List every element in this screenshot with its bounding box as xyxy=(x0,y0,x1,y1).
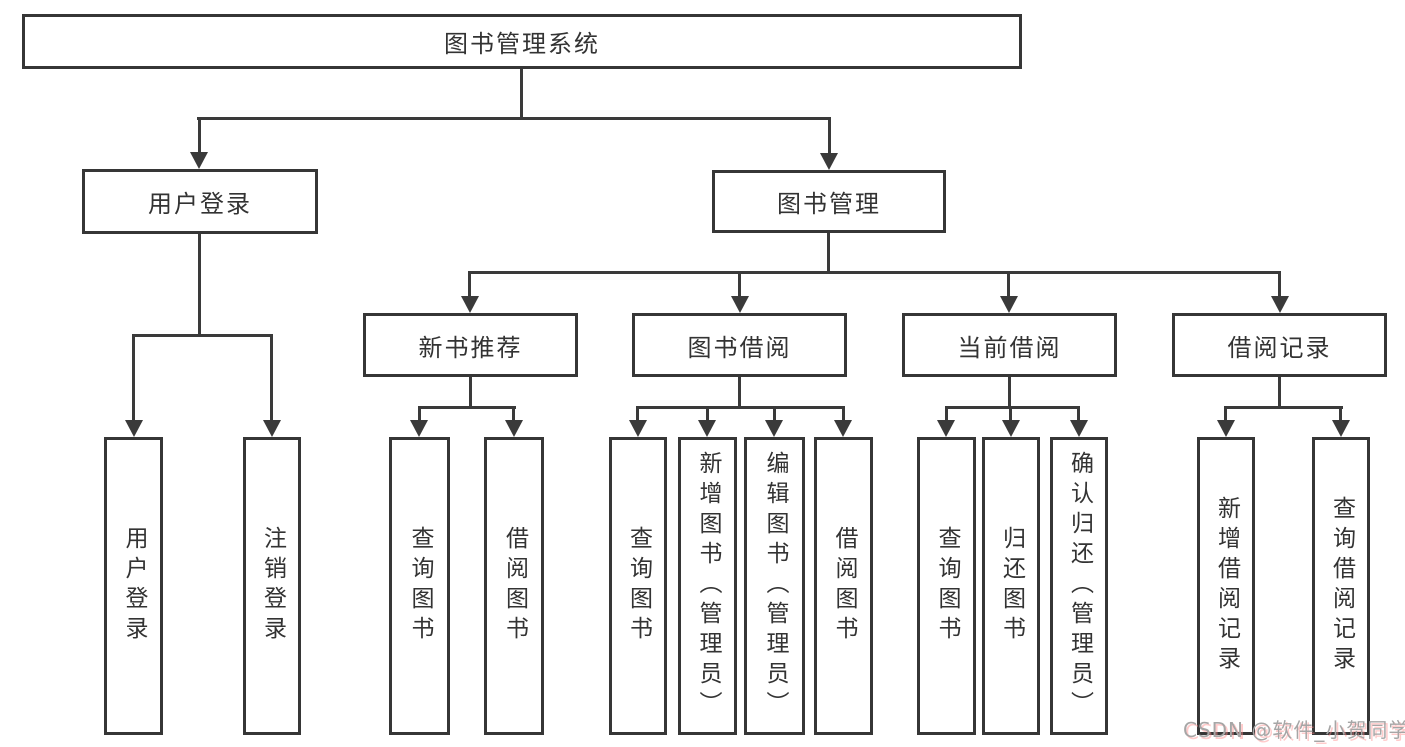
node-current-borrow: 当前借阅 xyxy=(902,313,1117,377)
node-user-login-branch-label: 用户登录 xyxy=(148,190,252,218)
node-root: 图书管理系统 xyxy=(22,14,1022,69)
connector-drop-cb-confirm xyxy=(1077,406,1080,421)
arrowhead-bb-query xyxy=(629,420,647,437)
connector-drop-nb-query xyxy=(418,406,421,421)
arrowhead-bb-add xyxy=(698,420,716,437)
connector-drop-rec-query xyxy=(1339,406,1342,421)
connector-current-borrow-stem xyxy=(1008,377,1011,408)
leaf-rec-query: 查询借阅记录 xyxy=(1312,437,1370,735)
connector-mgmt-rail xyxy=(468,271,1281,274)
arrowhead-cb-confirm xyxy=(1070,420,1088,437)
connector-current-borrow-rail xyxy=(945,406,1080,409)
connector-book-borrow-rail xyxy=(636,406,844,409)
connector-drop-borrow-records xyxy=(1278,271,1281,297)
connector-drop-bb-add xyxy=(706,406,709,421)
leaf-bb-query-label: 查询图书 xyxy=(625,526,652,646)
arrowhead-nb-borrow xyxy=(505,420,523,437)
connector-root-stem xyxy=(520,69,523,118)
arrowhead-leaf-logout xyxy=(263,420,281,437)
connector-drop-current-borrow xyxy=(1007,271,1010,297)
leaf-cb-query: 查询图书 xyxy=(917,437,976,735)
connector-borrow-records-stem xyxy=(1278,377,1281,408)
connector-drop-leaf-logout xyxy=(270,334,273,421)
node-new-books: 新书推荐 xyxy=(363,313,578,377)
leaf-cb-confirm: 确认归还（管理员） xyxy=(1050,437,1108,735)
connector-new-books-stem xyxy=(469,377,472,408)
leaf-bb-borrow-label: 借阅图书 xyxy=(831,526,857,646)
connector-book-borrow-stem xyxy=(738,377,741,408)
leaf-cb-query-label: 查询图书 xyxy=(934,526,960,646)
leaf-bb-query: 查询图书 xyxy=(609,437,667,735)
node-current-borrow-label: 当前借阅 xyxy=(957,333,1062,362)
node-book-borrow-label: 图书借阅 xyxy=(687,333,792,362)
arrowhead-user-login xyxy=(190,152,208,169)
leaf-user-login-label: 用户登录 xyxy=(121,526,147,646)
connector-drop-user-login xyxy=(198,117,201,154)
arrowhead-leaf-login xyxy=(125,420,143,437)
leaf-bb-edit: 编辑图书（管理员） xyxy=(744,437,805,735)
node-book-borrow: 图书借阅 xyxy=(632,313,847,377)
arrowhead-rec-query xyxy=(1332,420,1350,437)
node-book-mgmt-branch-label: 图书管理 xyxy=(777,190,881,218)
arrowhead-book-mgmt xyxy=(820,153,838,170)
connector-drop-bb-query xyxy=(636,406,639,421)
arrowhead-bb-edit xyxy=(765,420,783,437)
arrowhead-current-borrow xyxy=(1000,296,1018,313)
node-book-mgmt-branch: 图书管理 xyxy=(712,170,946,233)
connector-login-stem xyxy=(198,234,201,335)
connector-drop-bb-borrow xyxy=(842,406,845,421)
leaf-cb-confirm-label: 确认归还（管理员） xyxy=(1066,451,1093,721)
connector-drop-book-mgmt xyxy=(828,117,831,155)
arrowhead-cb-query xyxy=(937,420,955,437)
arrowhead-nb-query xyxy=(410,420,428,437)
connector-drop-book-borrow xyxy=(738,271,741,297)
leaf-bb-edit-label: 编辑图书（管理员） xyxy=(762,451,788,721)
leaf-nb-query: 查询图书 xyxy=(389,437,450,735)
connector-drop-cb-query xyxy=(945,406,948,421)
connector-root-rail xyxy=(197,117,831,120)
connector-mgmt-stem xyxy=(827,233,830,272)
node-new-books-label: 新书推荐 xyxy=(418,333,523,362)
connector-drop-nb-borrow xyxy=(512,406,515,421)
leaf-rec-add: 新增借阅记录 xyxy=(1197,437,1255,735)
arrowhead-borrow-records xyxy=(1271,296,1289,313)
leaf-bb-add: 新增图书（管理员） xyxy=(678,437,737,735)
leaf-nb-borrow: 借阅图书 xyxy=(484,437,544,735)
node-borrow-records-label: 借阅记录 xyxy=(1227,333,1332,362)
leaf-rec-add-label: 新增借阅记录 xyxy=(1213,496,1240,676)
connector-drop-cb-return xyxy=(1009,406,1012,421)
node-borrow-records: 借阅记录 xyxy=(1172,313,1387,377)
arrowhead-cb-return xyxy=(1002,420,1020,437)
arrowhead-new-books xyxy=(461,296,479,313)
connector-drop-rec-add xyxy=(1224,406,1227,421)
connector-borrow-records-rail xyxy=(1224,406,1343,409)
leaf-rec-query-label: 查询借阅记录 xyxy=(1328,496,1355,676)
connector-drop-new-books xyxy=(468,271,471,297)
leaf-logout-label: 注销登录 xyxy=(259,526,286,646)
leaf-nb-query-label: 查询图书 xyxy=(407,526,433,646)
arrowhead-rec-add xyxy=(1217,420,1235,437)
connector-new-books-rail xyxy=(418,406,516,409)
node-root-label: 图书管理系统 xyxy=(444,30,600,58)
arrowhead-book-borrow xyxy=(731,296,749,313)
leaf-bb-add-label: 新增图书（管理员） xyxy=(695,451,721,721)
leaf-logout: 注销登录 xyxy=(243,437,301,735)
watermark: CSDN @软件_小贺同学 xyxy=(1183,718,1405,742)
leaf-bb-borrow: 借阅图书 xyxy=(814,437,873,735)
leaf-cb-return: 归还图书 xyxy=(982,437,1040,735)
connector-drop-leaf-login xyxy=(132,334,135,421)
arrowhead-bb-borrow xyxy=(834,420,852,437)
connector-login-rail xyxy=(132,334,273,337)
leaf-user-login: 用户登录 xyxy=(104,437,163,735)
leaf-cb-return-label: 归还图书 xyxy=(998,526,1025,646)
connector-drop-bb-edit xyxy=(773,406,776,421)
leaf-nb-borrow-label: 借阅图书 xyxy=(501,526,528,646)
node-user-login-branch: 用户登录 xyxy=(82,169,318,234)
